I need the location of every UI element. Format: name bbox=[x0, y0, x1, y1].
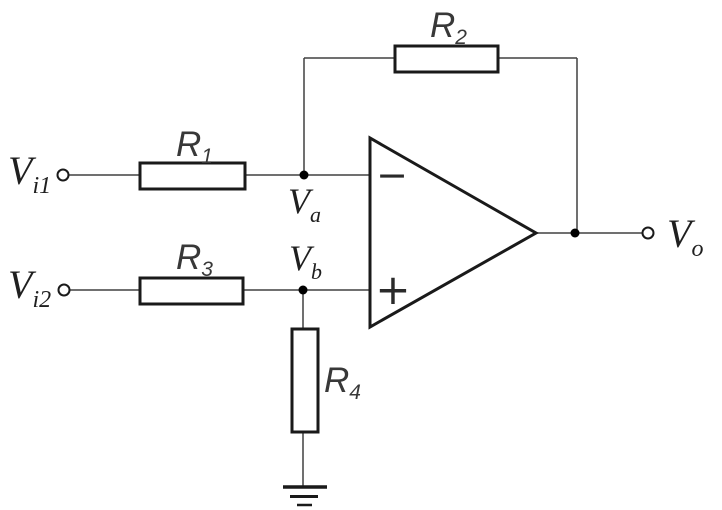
opamp-triangle bbox=[368, 135, 540, 330]
label-vo-base: V bbox=[667, 211, 696, 256]
junction-node-b bbox=[298, 285, 308, 295]
terminal-vi1 bbox=[56, 168, 70, 182]
label-r1-sub: 1 bbox=[201, 145, 213, 168]
terminal-vi2 bbox=[57, 283, 71, 297]
label-r2-sub: 2 bbox=[454, 26, 467, 49]
label-r2-base: R bbox=[430, 6, 455, 45]
label-node-a: Va bbox=[288, 181, 321, 227]
label-node-b: Vb bbox=[289, 238, 322, 284]
wires bbox=[69, 57, 643, 487]
resistor-r1 bbox=[138, 161, 247, 191]
label-vi2-base: V bbox=[8, 262, 37, 307]
label-node-a-sub: a bbox=[310, 202, 321, 227]
label-r4: R4 bbox=[324, 361, 361, 404]
label-vo-sub: o bbox=[691, 236, 703, 262]
resistor-r4 bbox=[290, 327, 320, 434]
label-node-b-base: V bbox=[289, 238, 315, 278]
label-vi1: Vi1 bbox=[8, 148, 51, 199]
junction-output bbox=[570, 228, 580, 238]
label-r3-base: R bbox=[176, 238, 201, 277]
resistor-r2 bbox=[393, 44, 500, 74]
opamp-inverting-input-sign: − bbox=[376, 153, 408, 197]
label-r1-base: R bbox=[176, 125, 201, 164]
label-r3: R3 bbox=[176, 238, 213, 281]
label-vo: Vo bbox=[667, 211, 703, 262]
label-node-b-sub: b bbox=[311, 259, 322, 284]
ground-symbol bbox=[283, 485, 327, 507]
label-r1: R1 bbox=[176, 125, 213, 168]
label-vi1-base: V bbox=[8, 148, 37, 193]
junction-node-a bbox=[299, 170, 309, 180]
terminal-vo bbox=[641, 226, 655, 240]
label-r3-sub: 3 bbox=[201, 258, 213, 281]
label-vi2: Vi2 bbox=[8, 262, 51, 313]
label-r4-base: R bbox=[324, 361, 349, 400]
label-vi2-sub: i2 bbox=[32, 287, 51, 313]
label-r4-sub: 4 bbox=[349, 381, 361, 404]
opamp-noninverting-input-sign: + bbox=[375, 265, 410, 314]
resistor-r3 bbox=[138, 276, 245, 306]
label-node-a-base: V bbox=[288, 181, 314, 221]
label-vi1-sub: i1 bbox=[32, 173, 51, 199]
label-r2: R2 bbox=[430, 6, 467, 49]
